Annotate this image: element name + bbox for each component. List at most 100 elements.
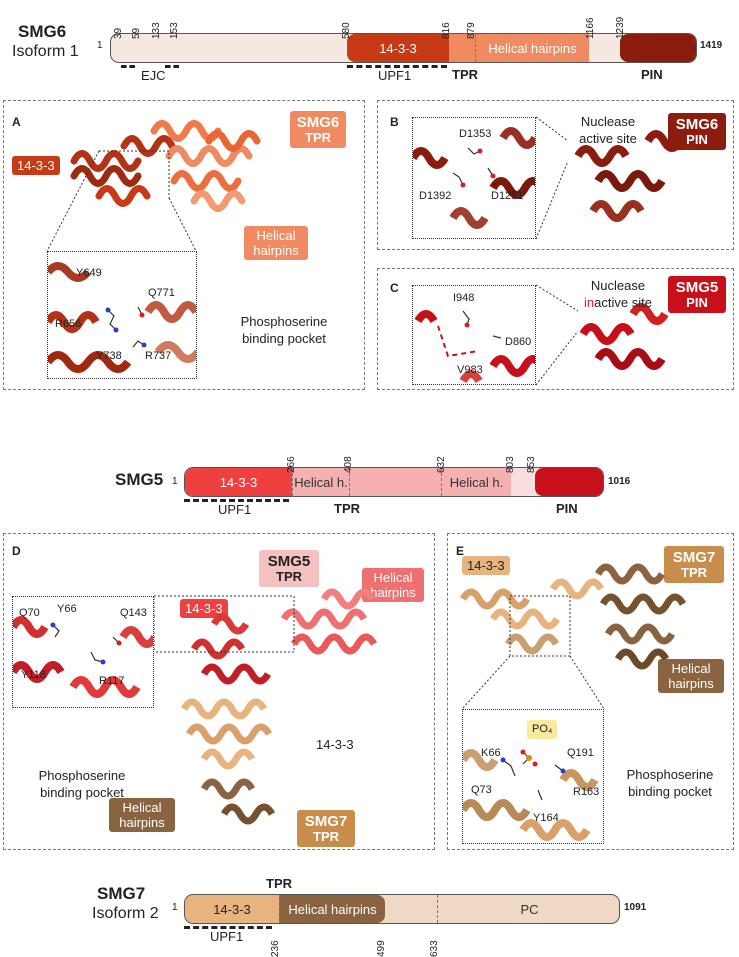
label-1433-red: 14-3-3 (180, 599, 228, 618)
pocket-structure (13, 616, 153, 698)
inactive-site-caption: Nuclease inactive site (573, 277, 663, 311)
tag-sub: TPR (305, 130, 331, 145)
smg7-tick: 499 (376, 940, 387, 957)
tag-sub: TPR (681, 565, 707, 580)
smg5-domain-helical-1: Helical h. (292, 468, 349, 496)
smg5-end: 1016 (608, 476, 631, 487)
smg5-name: SMG5 (115, 470, 164, 489)
label-helical-hairpins: Helical hairpins (244, 226, 308, 260)
smg6-tick: 1166 (585, 17, 596, 39)
caption-rest: active site (594, 295, 652, 310)
tag-name: SMG5 (675, 279, 719, 296)
smg6-pin-label: PIN (641, 67, 663, 82)
residue-label: D1251 (491, 190, 524, 202)
label-1433: 14-3-3 (462, 556, 510, 575)
smg6-tick: 1239 (615, 16, 626, 39)
smg5-tpr-label: TPR (334, 501, 360, 516)
smg6-end: 1419 (700, 40, 723, 51)
smg6-tpr-structure (46, 120, 261, 252)
panel-letter: D (12, 544, 21, 558)
residue-label: K66 (481, 747, 501, 759)
smg6-tick: 153 (169, 22, 180, 39)
panel-d: D SMG5 TPR Helical hairpins 14-3-3 (3, 533, 435, 850)
smg5-bar: 14-3-3 Helical h. Helical h. (184, 467, 604, 497)
smg5-pin-label: PIN (556, 501, 578, 516)
smg6-bar: 14-3-3 Helical hairpins (110, 33, 697, 63)
smg6-ejc-line-2 (165, 65, 179, 68)
smg6-ejc-line-1 (121, 65, 135, 68)
residue-label: Q73 (471, 784, 492, 796)
smg6-tick: 133 (151, 22, 162, 39)
residue-label: Q191 (567, 747, 594, 759)
smg5-tick: 266 (286, 456, 297, 473)
caption-line1: Nuclease (590, 278, 646, 293)
panel-d-inset: Q70 Y66 Q143 Y118 R117 (12, 596, 154, 708)
panel-b-inset: D1353 D1392 D1251 (412, 117, 536, 239)
pocket-structure (463, 749, 599, 841)
smg5-tpr-tag: SMG5 TPR (259, 550, 319, 587)
tag-name: SMG5 (267, 553, 311, 570)
smg5-domain-pin (535, 468, 603, 496)
label-helical-hairpins: Helical hairpins (658, 659, 724, 693)
tag-name: SMG6 (296, 114, 340, 131)
smg7-tpr-label: TPR (266, 876, 292, 891)
smg7-name: SMG7 (97, 884, 146, 903)
active-site-caption: Nuclease active site (579, 114, 637, 146)
smg7-end: 1091 (624, 902, 647, 913)
pocket-caption: Phosphoserine binding pocket (38, 768, 126, 800)
smg6-upf1-label: UPF1 (378, 68, 412, 83)
inactive-site-structure (414, 310, 535, 384)
smg6-isoform: Isoform 1 (12, 43, 79, 60)
residue-label: Q143 (120, 607, 147, 619)
smg6-start: 1 (97, 40, 103, 51)
tag-sub: PIN (686, 132, 708, 147)
panel-letter: A (12, 115, 21, 129)
smg5-smg7-complex-structure (153, 588, 378, 825)
smg5-upf1-line (184, 499, 289, 502)
tag-sub: PIN (686, 295, 708, 310)
smg7-domain-helical: Helical hairpins (279, 895, 385, 923)
smg6-domain-1433: 14-3-3 (347, 34, 449, 62)
caption-line2: inactive site (573, 294, 663, 311)
active-site-structure (413, 127, 535, 229)
residue-label: Q70 (19, 607, 40, 619)
smg7-upf1-label: UPF1 (210, 929, 244, 944)
residue-label: D860 (505, 336, 532, 348)
residue-label: Y118 (21, 669, 46, 681)
smg7-tpr-structure (459, 563, 687, 710)
panel-a-inset: Y649 Q771 R656 Y738 R737 (47, 251, 197, 379)
smg6-tick: 580 (341, 22, 352, 39)
smg6-tpr-tag: SMG6 TPR (290, 111, 346, 148)
smg6-tick: 59 (131, 27, 142, 39)
residue-label: D1353 (459, 128, 492, 140)
smg6-tpr-label: TPR (452, 67, 478, 82)
panel-letter: C (390, 281, 399, 295)
smg6-tpr-linker (449, 34, 475, 62)
residue-label: Y649 (76, 267, 102, 279)
residue-label: R117 (99, 675, 125, 687)
smg5-tpr-middle (349, 468, 441, 496)
tag-sub: TPR (313, 829, 339, 844)
smg5-domain-helical-2: Helical h. (441, 468, 511, 496)
tag-name: SMG7 (304, 813, 348, 830)
residue-label: Y738 (96, 350, 122, 362)
smg7-isoform: Isoform 2 (92, 905, 159, 922)
smg5-tick: 408 (343, 456, 354, 473)
label-helical-hairpins-brown: Helical hairpins (109, 798, 175, 832)
residue-label: R656 (55, 318, 82, 330)
tag-sub: TPR (276, 569, 302, 584)
residue-label: Y164 (533, 812, 559, 824)
smg6-domain-pin (620, 34, 696, 62)
smg7-tick: 236 (270, 940, 281, 957)
residue-label: Y66 (57, 603, 77, 615)
residue-label: I948 (453, 292, 475, 304)
smg6-domain-helical: Helical hairpins (475, 34, 589, 62)
smg6-tick: 816 (441, 22, 452, 39)
smg5-pin-tag: SMG5 PIN (668, 276, 726, 313)
panel-letter: E (456, 544, 465, 558)
caption-prefix: in (584, 295, 595, 310)
panel-letter: B (390, 115, 399, 129)
po4-label: PO₄ (527, 720, 558, 739)
smg5-start: 1 (172, 476, 178, 487)
panel-a: A SMG6 TPR 14-3-3 Helical hairpins (3, 100, 365, 390)
